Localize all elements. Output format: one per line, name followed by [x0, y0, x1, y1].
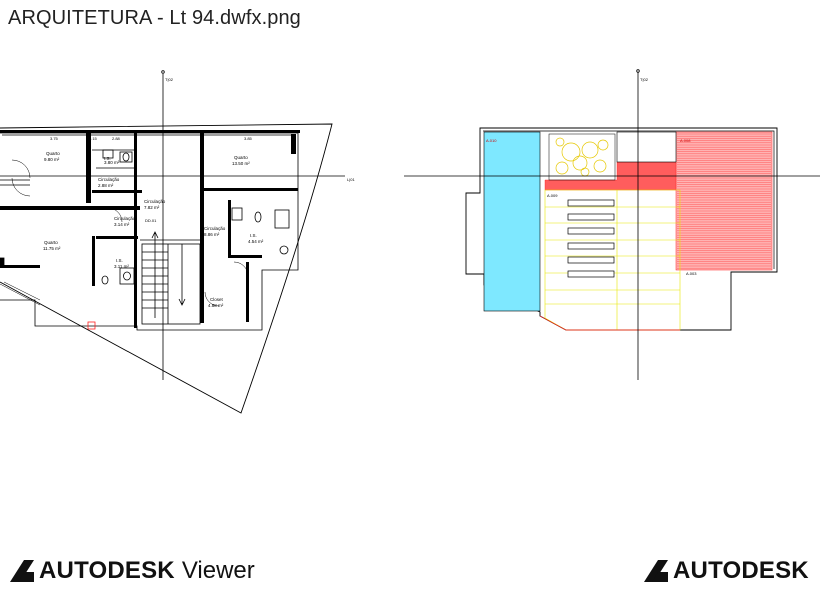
svg-text:A.003: A.003 — [686, 271, 697, 276]
grid-label-left: T|02 — [165, 77, 174, 82]
svg-text:0.15: 0.15 — [89, 136, 98, 141]
autodesk-logo-icon — [644, 560, 668, 582]
svg-text:7.82 m²: 7.82 m² — [144, 205, 160, 210]
grid-label-horizontal: L|01 — [347, 177, 355, 182]
autodesk-brand: AUTODESK — [644, 557, 809, 585]
right-roof-plan: A.010 A.009 A.008 A.003 — [465, 127, 778, 331]
svg-text:I.S.: I.S. — [250, 233, 257, 238]
svg-text:13.50 m²: 13.50 m² — [232, 161, 250, 166]
svg-text:Quarto: Quarto — [234, 155, 248, 160]
svg-text:3.85: 3.85 — [244, 136, 253, 141]
autodesk-logo-icon — [10, 560, 34, 582]
svg-text:I.S.: I.S. — [116, 258, 123, 263]
svg-text:3.80 m²: 3.80 m² — [104, 160, 120, 165]
grid-label-right: T|02 — [640, 77, 649, 82]
svg-text:Quarto: Quarto — [44, 240, 58, 245]
grid-axes — [0, 69, 820, 380]
autodesk-wordmark: AUTODESK — [39, 557, 175, 584]
svg-text:A.009: A.009 — [547, 193, 558, 198]
svg-text:9.80 m²: 9.80 m² — [44, 157, 60, 162]
svg-text:3.75: 3.75 — [50, 136, 59, 141]
svg-text:4.88 m²: 4.88 m² — [208, 303, 224, 308]
svg-text:Closet: Closet — [210, 297, 224, 302]
svg-text:I.S.: I.S. — [104, 156, 111, 161]
viewer-label: Viewer — [181, 557, 255, 584]
svg-text:4.54 m²: 4.54 m² — [248, 239, 264, 244]
svg-text:Circulação: Circulação — [144, 199, 166, 204]
svg-text:A.008: A.008 — [680, 138, 691, 143]
svg-text:Circulação: Circulação — [204, 226, 226, 231]
svg-text:3.11 m²: 3.11 m² — [114, 264, 129, 269]
svg-text:Circulação: Circulação — [98, 177, 120, 182]
autodesk-viewer-brand: AUTODESK Viewer — [10, 557, 255, 585]
svg-text:11.75 m²: 11.75 m² — [43, 246, 61, 251]
drawing-title: ARQUITETURA - Lt 94.dwfx.png — [8, 7, 301, 29]
autodesk-wordmark: AUTODESK — [673, 557, 809, 584]
svg-text:Circulação: Circulação — [114, 216, 136, 221]
svg-text:3.14 m²: 3.14 m² — [114, 222, 130, 227]
svg-text:A.010: A.010 — [486, 138, 497, 143]
left-floor-plan — [0, 123, 333, 414]
svg-text:2.88 m²: 2.88 m² — [98, 183, 114, 188]
svg-text:8.86 m²: 8.86 m² — [204, 232, 220, 237]
svg-text:DD.01: DD.01 — [145, 218, 157, 223]
svg-text:2.88: 2.88 — [112, 136, 121, 141]
svg-text:Quarto: Quarto — [46, 151, 60, 156]
